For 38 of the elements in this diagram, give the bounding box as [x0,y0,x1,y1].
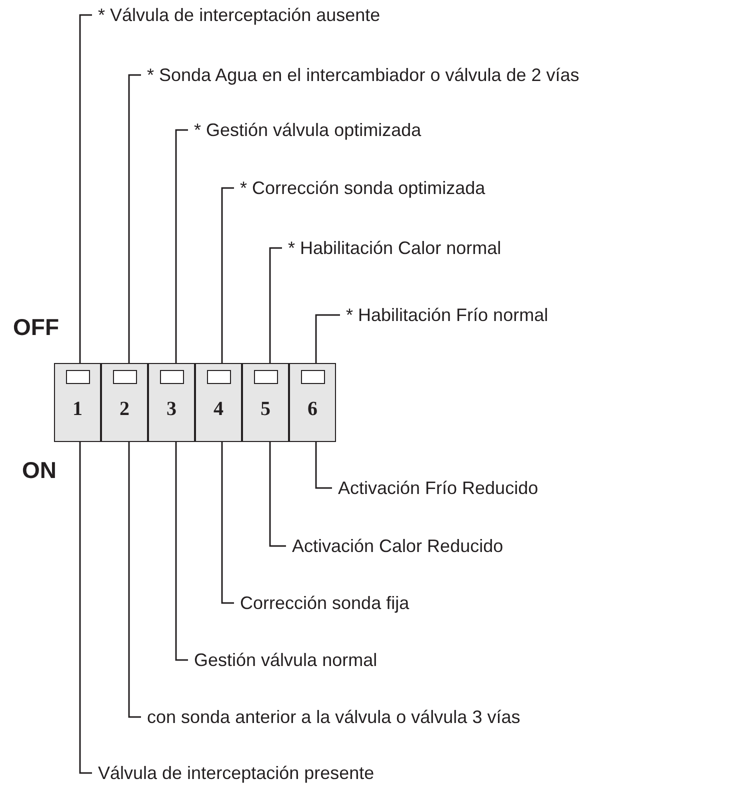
leader-line [221,442,234,604]
option-label: Activación Calor Reducido [286,535,504,557]
option-label: * Sonda Agua en el intercambiador o válvula de 2 vías [141,64,580,86]
switch-state-label: OFF [13,314,59,341]
switch-state-label: ON [22,457,56,484]
dip-switch-slot [148,363,195,442]
switch-number: 1 [72,398,84,421]
switch-number: 4 [212,398,224,421]
switch-number: 2 [118,398,130,421]
option-label: * Gestión válvula optimizada [188,119,422,141]
option-label: Corrección sonda fija [234,592,410,614]
switch-number: 3 [166,398,178,421]
leader-line [79,442,92,774]
option-label: Válvula de interceptación presente [92,762,374,784]
leader-line [128,442,141,718]
dip-switch-slot [242,363,289,442]
leader-line [175,442,188,661]
dip-switch-slot [289,363,336,442]
leader-line [315,314,340,363]
leader-line [221,187,234,363]
leader-line [79,14,92,363]
option-label: Activación Frío Reducido [332,477,538,499]
leader-line [128,74,141,363]
dip-switch-slot [101,363,148,442]
option-label: con sonda anterior a la válvula o válvula 3 vías [141,706,520,728]
option-label: Gestión válvula normal [188,649,378,671]
leader-line [175,129,188,363]
switch-number: 5 [260,398,272,421]
dip-switch-slot [195,363,242,442]
dip-switch-slot [54,363,101,442]
option-label: * Habilitación Calor normal [282,237,502,259]
option-label: * Válvula de interceptación ausente [92,4,380,26]
option-label: * Corrección sonda optimizada [234,177,486,199]
leader-line [269,442,286,547]
leader-line [269,247,282,363]
option-label: * Habilitación Frío normal [340,304,548,326]
switch-number: 6 [306,398,318,421]
leader-line [315,442,332,489]
